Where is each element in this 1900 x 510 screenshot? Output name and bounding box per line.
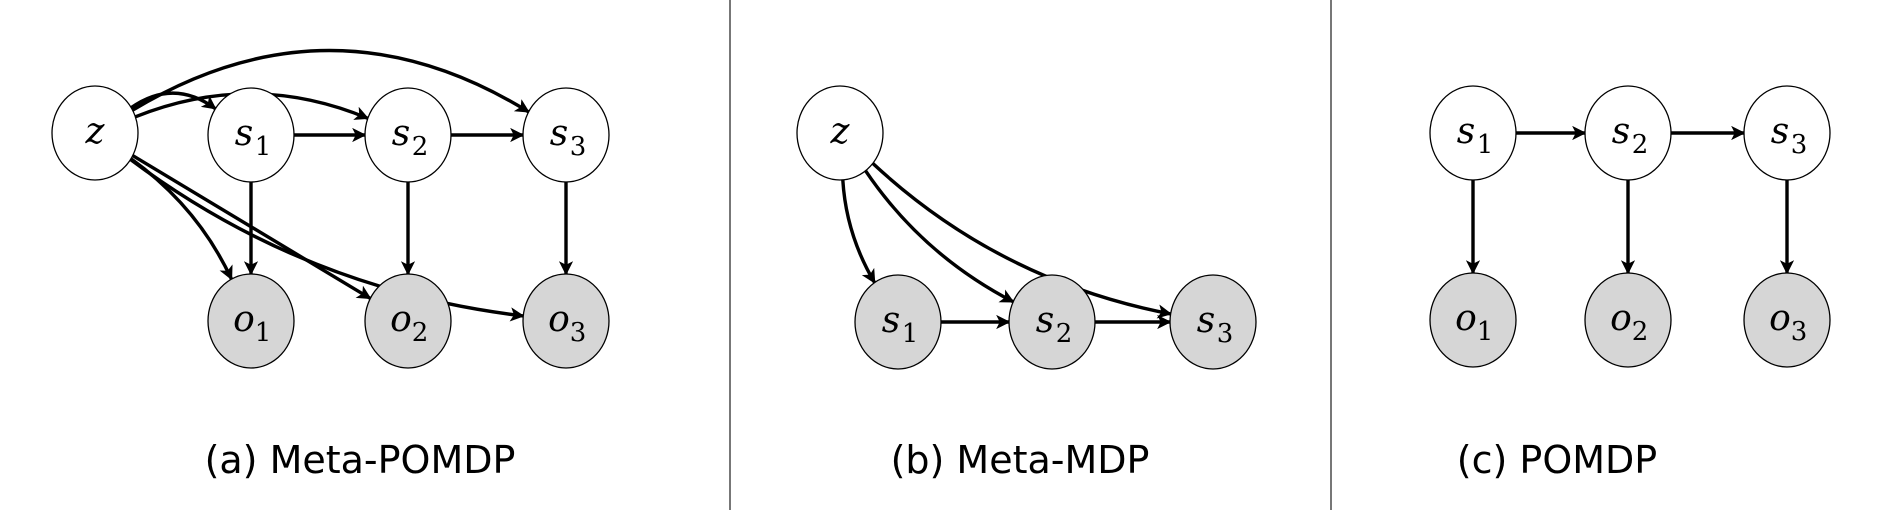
observed-node-circle bbox=[854, 274, 942, 370]
node-variable-label: s bbox=[550, 113, 568, 154]
observed-node-circle bbox=[1429, 272, 1517, 368]
caption-pomdp: (c) POMDP bbox=[1457, 438, 1657, 482]
node-z: z bbox=[51, 85, 139, 181]
node-variable-label: s bbox=[235, 113, 253, 154]
node-variable-label: s bbox=[1612, 111, 1630, 152]
node-subscript-label: 1 bbox=[1477, 317, 1494, 347]
latent-node-circle bbox=[522, 87, 610, 183]
latent-node-circle bbox=[796, 85, 884, 181]
edge-z-to-s2 bbox=[864, 169, 1015, 304]
observed-node-circle bbox=[522, 273, 610, 369]
node-variable-label: s bbox=[392, 113, 410, 154]
caption-meta-pomdp: (a) Meta-POMDP bbox=[205, 438, 516, 482]
latent-node-circle bbox=[1743, 85, 1831, 181]
observed-node-circle bbox=[1584, 272, 1672, 368]
node-variable-label: s bbox=[1197, 300, 1215, 341]
node-subscript-label: 2 bbox=[412, 132, 429, 162]
caption-meta-mdp: (b) Meta-MDP bbox=[891, 438, 1150, 482]
latent-node-circle bbox=[364, 87, 452, 183]
observed-node-circle bbox=[1008, 274, 1096, 370]
edge-z-to-o3 bbox=[129, 158, 525, 322]
latent-node-circle bbox=[207, 87, 295, 183]
node-subscript-label: 3 bbox=[1791, 130, 1808, 160]
edge-z-to-o2 bbox=[131, 154, 372, 300]
node-subscript-label: 3 bbox=[1791, 317, 1808, 347]
node-variable-label: s bbox=[1457, 111, 1475, 152]
observed-node-circle bbox=[1169, 274, 1257, 370]
node-subscript-label: 2 bbox=[1632, 130, 1649, 160]
node-variable-label: s bbox=[1771, 111, 1789, 152]
node-subscript-label: 3 bbox=[1217, 319, 1234, 349]
observed-node-circle bbox=[207, 273, 295, 369]
edge-z-to-s1 bbox=[130, 91, 217, 111]
edge-layer bbox=[841, 162, 1173, 330]
node-subscript-label: 1 bbox=[1477, 130, 1494, 160]
observed-node-circle bbox=[1743, 272, 1831, 368]
latent-node-circle bbox=[51, 85, 139, 181]
node-variable-label: o bbox=[1455, 298, 1477, 339]
node-variable-label: s bbox=[1036, 300, 1054, 341]
edge-layer bbox=[129, 48, 574, 322]
node-subscript-label: 3 bbox=[570, 318, 587, 348]
node-z: z bbox=[796, 85, 884, 181]
latent-node-circle bbox=[1584, 85, 1672, 181]
node-subscript-label: 2 bbox=[412, 318, 429, 348]
node-variable-label: o bbox=[548, 299, 570, 340]
edge-layer bbox=[1465, 125, 1795, 275]
node-variable-label: o bbox=[233, 299, 255, 340]
latent-node-circle bbox=[1429, 85, 1517, 181]
node-subscript-label: 2 bbox=[1056, 319, 1073, 349]
edge-z-to-s3 bbox=[131, 48, 530, 114]
edge-z-to-s1 bbox=[841, 179, 877, 284]
node-variable-label: o bbox=[1610, 298, 1632, 339]
node-variable-label: o bbox=[390, 299, 412, 340]
node-variable-label: z bbox=[85, 111, 106, 152]
edge-z-to-s3 bbox=[871, 162, 1173, 319]
node-subscript-label: 3 bbox=[570, 132, 587, 162]
edge-z-to-o1 bbox=[130, 157, 234, 281]
node-variable-label: z bbox=[830, 111, 851, 152]
node-subscript-label: 1 bbox=[255, 318, 272, 348]
observed-node-circle bbox=[364, 273, 452, 369]
node-subscript-label: 1 bbox=[902, 319, 919, 349]
node-subscript-label: 2 bbox=[1632, 317, 1649, 347]
node-variable-label: o bbox=[1769, 298, 1791, 339]
node-variable-label: s bbox=[882, 300, 900, 341]
node-subscript-label: 1 bbox=[255, 132, 272, 162]
